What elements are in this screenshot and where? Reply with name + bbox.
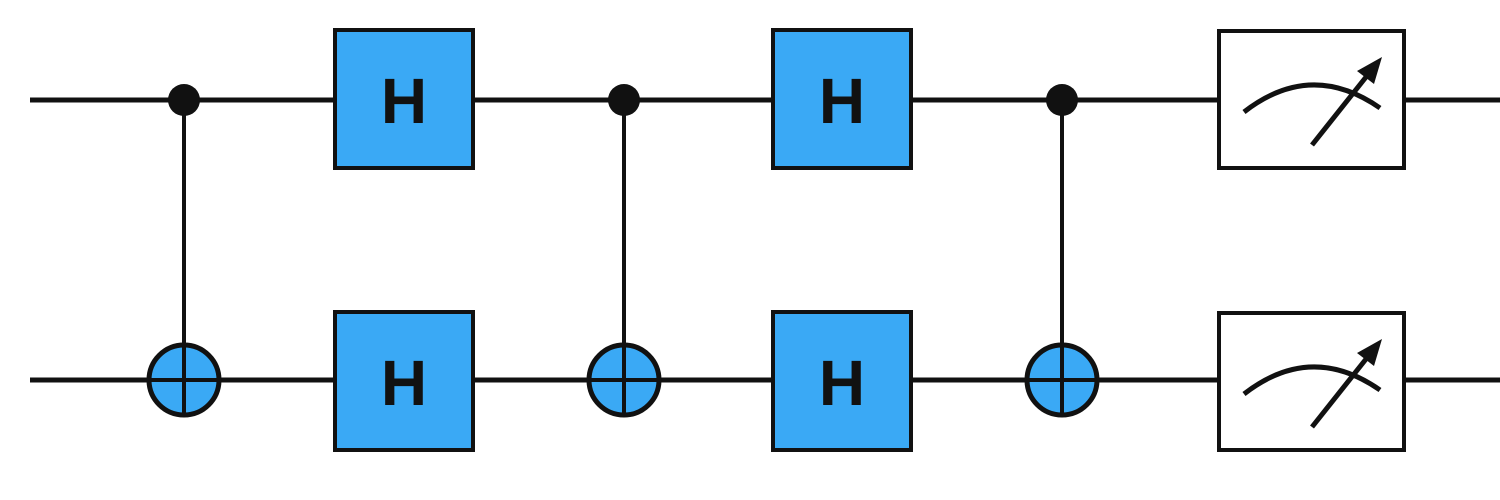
meter-needle-icon bbox=[1310, 70, 1372, 147]
h-gate: H bbox=[771, 310, 913, 452]
control-dot bbox=[1046, 84, 1078, 116]
control-dot bbox=[608, 84, 640, 116]
measurement-gate bbox=[1217, 29, 1406, 170]
meter-arrowhead-icon bbox=[1357, 339, 1382, 366]
meter-icon bbox=[1242, 82, 1382, 114]
h-gate-box bbox=[333, 310, 475, 452]
h-gate: H bbox=[333, 28, 475, 170]
cnot-gate-2 bbox=[586, 84, 662, 418]
h-gate-label: H bbox=[819, 347, 865, 419]
control-dot bbox=[168, 84, 200, 116]
h-gate-box bbox=[771, 28, 913, 170]
h-gate: H bbox=[771, 28, 913, 170]
meter-needle-icon bbox=[1310, 352, 1372, 429]
h-gate-label: H bbox=[819, 65, 865, 137]
meter-arrowhead-icon bbox=[1357, 57, 1382, 84]
measurement-box bbox=[1217, 29, 1406, 170]
meter-icon bbox=[1242, 364, 1382, 396]
measurement-gate bbox=[1217, 311, 1406, 452]
h-gate-label: H bbox=[381, 347, 427, 419]
h-gate-label: H bbox=[381, 65, 427, 137]
h-gate: H bbox=[333, 310, 475, 452]
cnot-gate-3 bbox=[1024, 84, 1100, 418]
cnot-gate-1 bbox=[146, 84, 222, 418]
h-gate-box bbox=[333, 28, 475, 170]
measurement-box bbox=[1217, 311, 1406, 452]
h-gate-box bbox=[771, 310, 913, 452]
